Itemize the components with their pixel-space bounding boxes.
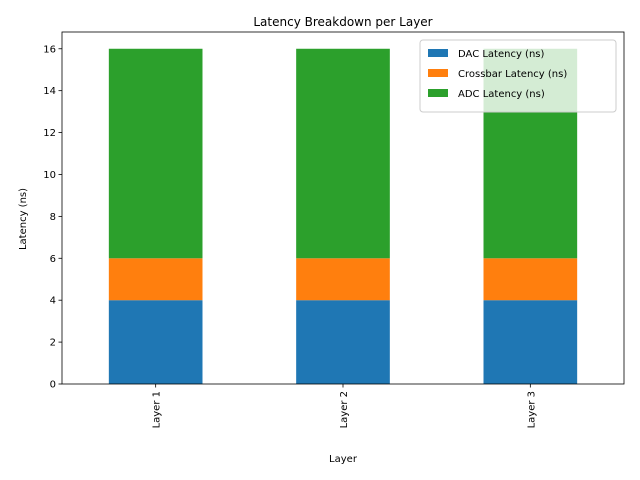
legend-box	[419, 39, 617, 113]
bar-2-2	[296, 258, 390, 301]
legend: DAC Latency (ns) Crossbar Latency (ns) ADC…	[419, 39, 617, 113]
legend-swatch	[428, 69, 448, 77]
y-tick-label: 2	[50, 338, 56, 349]
x-tick-label: Layer 2	[339, 391, 350, 428]
legend-label: DAC Latency (ns)	[458, 49, 545, 60]
x-tick-label: Layer 1	[152, 391, 163, 428]
x-tick-label: Layer 3	[526, 391, 537, 428]
y-tick-label: 10	[43, 170, 56, 181]
bar-3-1	[108, 48, 203, 259]
bar-3-2	[296, 48, 390, 259]
axes-frame	[61, 31, 625, 385]
bar-1-2	[296, 300, 390, 384]
y-tick-label: 4	[50, 296, 56, 307]
y-tick-label: 16	[43, 44, 56, 55]
bar-2-1	[108, 258, 203, 301]
x-axis-title: Layer	[329, 454, 358, 465]
legend-swatch	[428, 89, 448, 97]
chart-title: Latency Breakdown per Layer	[253, 15, 432, 29]
legend-label: Crossbar Latency (ns)	[458, 69, 567, 80]
y-tick-label: 12	[43, 128, 56, 139]
legend-swatch	[428, 49, 448, 57]
legend-label: ADC Latency (ns)	[458, 89, 545, 100]
bar-2-3	[483, 258, 578, 301]
y-axis-title: Latency (ns)	[18, 188, 29, 250]
y-tick-label: 14	[43, 86, 56, 97]
y-tick-label: 0	[50, 380, 56, 391]
bar-1-1	[108, 300, 203, 384]
bar-1-3	[483, 300, 578, 384]
y-tick-label: 6	[50, 254, 56, 265]
y-tick-label: 8	[50, 212, 56, 223]
